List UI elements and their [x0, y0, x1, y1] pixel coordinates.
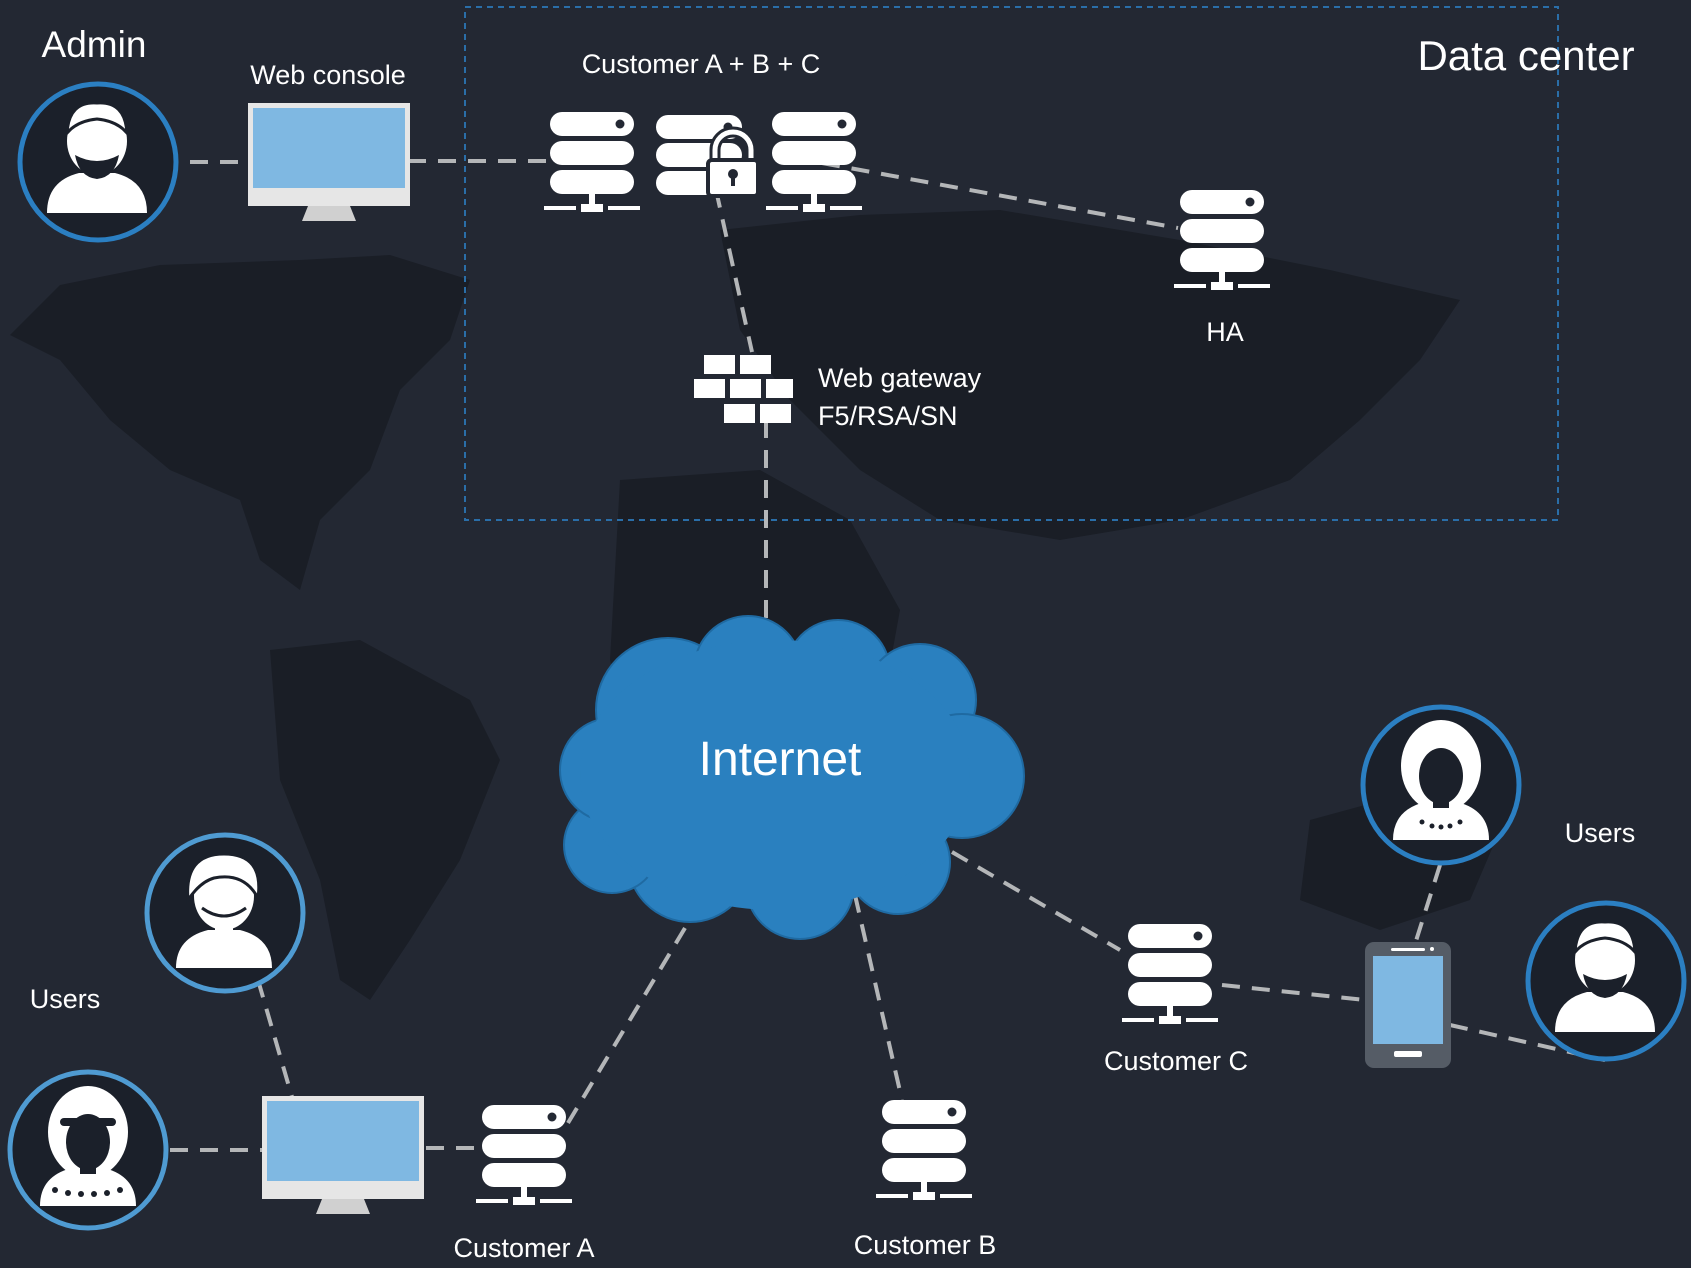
admin-avatar: [17, 81, 179, 243]
internet-cloud: [559, 615, 1025, 940]
customer-abc-label: Customer A + B + C: [582, 49, 821, 79]
customer-c-label: Customer C: [1104, 1046, 1248, 1076]
web-console-label: Web console: [250, 60, 406, 90]
web-gateway-sublabel: F5/RSA/SN: [818, 401, 958, 431]
customer-abc-servers: [544, 112, 862, 212]
user-short-hair-icon: [176, 852, 272, 968]
users-left-top-avatar: [144, 832, 306, 994]
users-right-bottom-avatar: [1525, 900, 1687, 1062]
users-left-bottom-avatar: [7, 1069, 169, 1231]
admin-label: Admin: [42, 24, 147, 65]
users-right-top-avatar: [1360, 704, 1522, 866]
web-gateway-label: Web gateway: [818, 363, 982, 393]
internet-label: Internet: [699, 733, 862, 786]
data-center-title: Data center: [1417, 32, 1634, 79]
firewall-icon: [694, 355, 793, 423]
users-right-label: Users: [1565, 818, 1636, 848]
customer-a-label: Customer A: [453, 1233, 594, 1263]
users-left-label: Users: [30, 984, 101, 1014]
customer-b-label: Customer B: [854, 1230, 997, 1260]
secure-server-icon: [656, 115, 760, 198]
users-monitor-icon: [262, 1096, 424, 1214]
web-console-monitor-icon: [248, 103, 410, 221]
mobile-phone-icon: [1365, 942, 1451, 1068]
ha-label: HA: [1206, 317, 1244, 347]
